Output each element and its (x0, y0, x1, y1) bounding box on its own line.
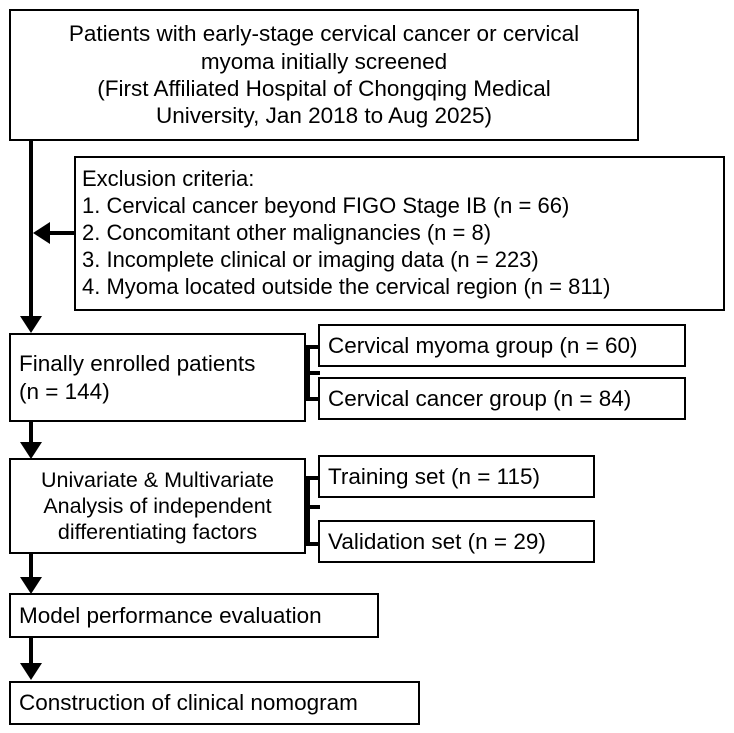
node-construction-of-nomogram: Construction of clinical nomogram (9, 681, 420, 725)
connector-bracket-to-training (306, 476, 320, 480)
node-validation-set: Validation set (n = 29) (318, 520, 595, 563)
arrowhead-exclusion (33, 222, 50, 244)
node-analysis-line-2: Analysis of independent (43, 493, 272, 518)
connector-bracket-to-validation (306, 542, 320, 546)
connector-analysis-bracket-stem (304, 505, 320, 509)
arrowhead-to-analysis (20, 442, 42, 459)
node-cervical-myoma-group: Cervical myoma group (n = 60) (318, 324, 686, 367)
node-validation-label: Validation set (n = 29) (328, 528, 546, 554)
node-screened-line-2: myoma initially screened (200, 48, 448, 74)
exclusion-item-3: 3. Incomplete clinical or imaging data (… (82, 246, 539, 272)
connector-screened-to-enrolled (29, 141, 33, 323)
node-analysis-line-1: Univariate & Multivariate (40, 467, 274, 492)
connector-enrolled-bracket-stem (304, 371, 320, 375)
node-screened: Patients with early-stage cervical cance… (9, 9, 639, 141)
connector-analysis-to-evaluation (29, 553, 33, 583)
node-evaluation-label: Model performance evaluation (19, 602, 322, 628)
arrowhead-to-nomogram (20, 663, 42, 680)
node-screened-line-1: Patients with early-stage cervical cance… (68, 21, 580, 47)
exclusion-item-4: 4. Myoma located outside the cervical re… (82, 273, 611, 299)
connector-analysis-bracket-spine (306, 476, 310, 546)
node-cervical-cancer-group: Cervical cancer group (n = 84) (318, 377, 686, 420)
node-model-performance-evaluation: Model performance evaluation (9, 593, 379, 638)
exclusion-item-1: 1. Cervical cancer beyond FIGO Stage IB … (82, 193, 570, 219)
node-screened-line-3: (First Affiliated Hospital of Chongqing … (97, 76, 551, 101)
connector-bracket-to-myoma (306, 345, 320, 349)
node-univariate-multivariate-analysis: Univariate & Multivariate Analysis of in… (9, 458, 306, 554)
node-training-label: Training set (n = 115) (328, 463, 540, 489)
connector-bracket-to-cancer (306, 397, 320, 401)
node-exclusion-criteria: Exclusion criteria: 1. Cervical cancer b… (74, 156, 725, 311)
node-finally-enrolled: Finally enrolled patients (n = 144) (9, 333, 306, 422)
arrowhead-to-enrolled (20, 316, 42, 333)
node-screened-line-4: University, Jan 2018 to Aug 2025) (155, 103, 493, 129)
arrowhead-to-evaluation (20, 577, 42, 594)
node-cancer-label: Cervical cancer group (n = 84) (328, 385, 632, 411)
connector-evaluation-to-nomogram (29, 638, 33, 668)
node-training-set: Training set (n = 115) (318, 455, 595, 498)
connector-enrolled-to-analysis (29, 421, 33, 449)
node-myoma-label: Cervical myoma group (n = 60) (328, 332, 638, 358)
node-nomogram-label: Construction of clinical nomogram (19, 690, 358, 716)
node-analysis-line-3: differentiating factors (57, 520, 258, 545)
node-enrolled-line-1: Finally enrolled patients (19, 351, 256, 377)
connector-exclusion-to-trunk (48, 231, 76, 235)
node-enrolled-line-2: (n = 144) (19, 378, 110, 404)
connector-enrolled-bracket-spine (306, 345, 310, 399)
exclusion-item-2: 2. Concomitant other malignancies (n = 8… (82, 220, 492, 246)
exclusion-heading: Exclusion criteria: (82, 166, 255, 192)
